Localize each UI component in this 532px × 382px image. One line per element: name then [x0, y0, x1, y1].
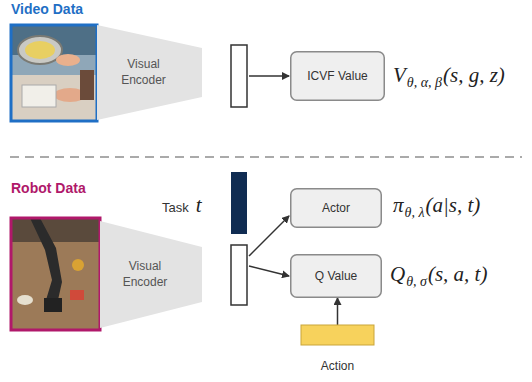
- task-symbol: t: [196, 193, 202, 218]
- arrow: [249, 75, 289, 77]
- value-box: ICVF Value: [290, 51, 385, 101]
- math-subscript: θ, λ: [405, 205, 425, 221]
- node-shape: [301, 325, 374, 345]
- node-label: Visual Encoder: [113, 57, 175, 88]
- task-embedding: [231, 172, 247, 234]
- arrow: [249, 216, 289, 256]
- math-symbol: Q: [390, 262, 405, 287]
- connector-arrow: [337, 298, 339, 325]
- math-arguments: (s, a, t): [428, 262, 488, 287]
- arrow: [249, 266, 289, 276]
- action-input: Action: [295, 325, 380, 373]
- node-shape: [291, 189, 382, 228]
- video-frame: [11, 25, 97, 121]
- math-symbol: π: [393, 193, 404, 218]
- visual-encoder: Visual Encoder: [100, 221, 202, 328]
- math-arguments: (s, g, z): [443, 63, 505, 88]
- node-label: Q Value: [315, 269, 357, 283]
- robot-frame: [11, 218, 100, 330]
- section-title: Video Data: [11, 1, 83, 17]
- math-subscript: θ, α, β: [407, 75, 442, 91]
- math-subscript: θ, σ: [406, 274, 427, 290]
- visual-encoder: Visual Encoder: [97, 25, 202, 120]
- actor-box: Actor: [290, 188, 382, 228]
- q-value-box: Q Value: [290, 254, 382, 298]
- task-label: Task: [162, 200, 189, 215]
- node-label: ICVF Value: [307, 69, 367, 83]
- embedding: [231, 245, 247, 305]
- math-arguments: (a|s, t): [425, 193, 480, 218]
- node-shape: [100, 221, 202, 328]
- node-shape: [291, 52, 385, 101]
- node-label: Actor: [322, 201, 350, 215]
- math-symbol: V: [393, 63, 406, 88]
- divider: [10, 156, 522, 158]
- section-title: Robot Data: [11, 180, 86, 196]
- node-label: Action: [295, 359, 380, 373]
- embedding: [231, 45, 247, 107]
- node-shape: [97, 25, 202, 120]
- node-label: Visual Encoder: [114, 259, 176, 290]
- node-shape: [291, 255, 382, 298]
